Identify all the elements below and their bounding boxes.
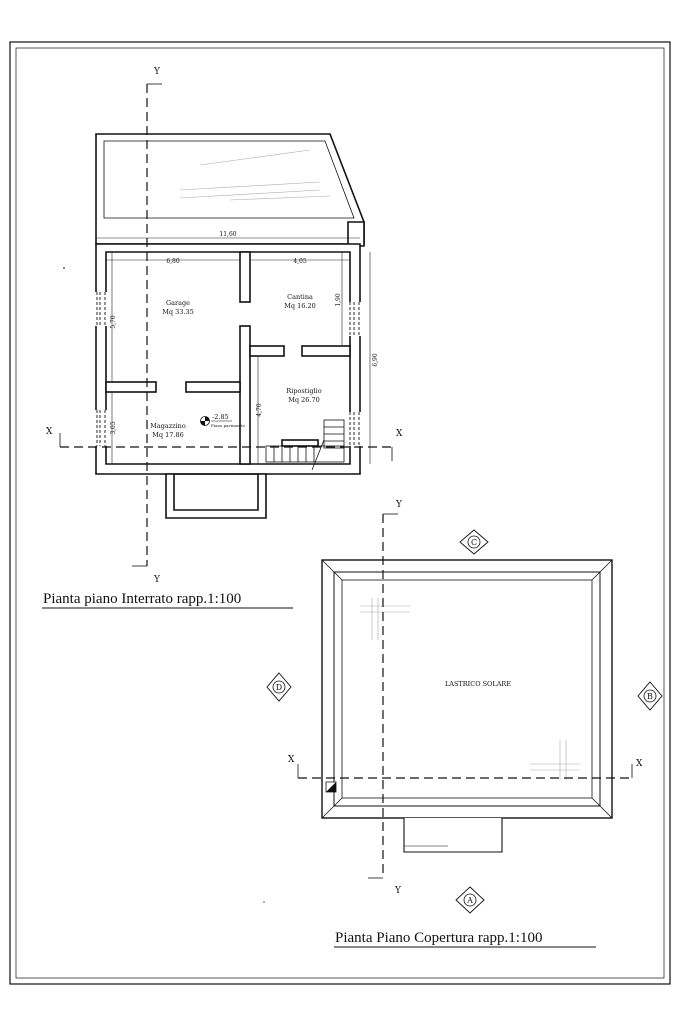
basement-axis-x-right-label: X xyxy=(396,429,403,439)
entrance-porch xyxy=(165,473,267,519)
wall-cantina-ripostiglio-left xyxy=(249,345,285,357)
roof-outer-edge xyxy=(321,559,613,819)
room-magazzino-name: Magazzino xyxy=(150,422,186,430)
view-marker-left-label: D xyxy=(276,683,282,692)
roof-label: LASTRICO SOLARE xyxy=(445,680,511,688)
roof-axis-x-right-label: X xyxy=(636,759,643,769)
roof-parapet-inner xyxy=(341,579,593,799)
ramp-wall xyxy=(347,221,365,247)
level-value: -2.85 xyxy=(212,413,229,421)
roof-title: Pianta Piano Copertura rapp.1:100 xyxy=(335,930,542,946)
basement-plan: 11,60 6,80 4,05 5,70 3,05 6,90 1,90 4,70… xyxy=(42,67,403,609)
basement-dimension-lines xyxy=(96,237,371,464)
wall-garage-cantina-upper xyxy=(239,251,251,303)
dim-ripostiglio-height: 4,70 xyxy=(256,403,263,417)
scan-speck xyxy=(263,901,265,903)
inner-frame xyxy=(15,47,665,979)
roof-axis-y-top-label: Y xyxy=(395,500,403,510)
room-cantina-name: Cantina xyxy=(287,293,313,301)
roof-parapet-outer xyxy=(333,571,601,807)
left-window-gap-2 xyxy=(94,410,108,446)
drain-icon-fill xyxy=(326,782,336,792)
ramp-hatching xyxy=(179,149,331,201)
roof-faint-marks xyxy=(360,598,580,780)
basement-outer-wall xyxy=(95,243,361,475)
basement-axis-x-left-label: X xyxy=(46,427,53,437)
room-ripostiglio-name: Ripostiglio xyxy=(286,387,321,395)
wall-cantina-ripostiglio-right xyxy=(301,345,351,357)
room-magazzino-area: Mq 17.86 xyxy=(152,431,184,439)
left-window-gap-1 xyxy=(94,292,108,326)
left-window-lines xyxy=(96,292,106,446)
roof-corner-lines xyxy=(321,559,613,819)
dim-right-height: 6,90 xyxy=(372,353,379,367)
roof-extension xyxy=(403,818,503,853)
view-marker-bottom: A xyxy=(455,886,485,914)
stairs xyxy=(265,419,345,471)
level-marker-icon xyxy=(200,416,210,426)
right-window-gap-2 xyxy=(348,412,362,446)
dim-cantina-height: 1,90 xyxy=(335,293,342,307)
roof-axis-x-left-label: X xyxy=(288,755,295,765)
outer-frame xyxy=(9,41,671,985)
ramp-inner xyxy=(103,140,355,219)
dim-overall-width: 11,60 xyxy=(219,231,236,238)
roof-axis-y-bottom-label: Y xyxy=(394,886,402,896)
room-cantina-area: Mq 16.20 xyxy=(284,302,316,310)
dim-garage-width: 6,80 xyxy=(166,258,180,265)
room-garage-name: Garage xyxy=(166,299,190,307)
room-ripostiglio-area: Mq 26.70 xyxy=(288,396,320,404)
view-marker-right: B xyxy=(637,681,663,711)
ramp-outline xyxy=(95,133,365,245)
basement-title: Pianta piano Interrato rapp.1:100 xyxy=(43,591,241,607)
room-garage-area: Mq 33.35 xyxy=(162,308,194,316)
roof-plan: LASTRICO SOLARE Y Y X X C B xyxy=(266,500,663,948)
right-window-gap-1 xyxy=(348,302,362,336)
wall-garage-cantina-lower xyxy=(239,325,251,465)
scan-speck xyxy=(63,267,65,269)
view-marker-right-label: B xyxy=(647,692,653,701)
view-marker-bottom-label: A xyxy=(466,896,473,905)
view-marker-top: C xyxy=(459,529,489,555)
level-note: Piano pavimento xyxy=(211,423,245,428)
dim-cantina-width: 4,05 xyxy=(293,258,307,265)
basement-axis-y-top-label: Y xyxy=(153,67,161,77)
wall-garage-magazzino-left xyxy=(105,381,157,393)
wall-garage-magazzino-right xyxy=(185,381,241,393)
view-marker-left: D xyxy=(266,672,292,702)
right-window-lines xyxy=(349,302,360,446)
basement-axis-y-bottom-label: Y xyxy=(153,575,161,585)
dim-left-height-lower: 3,05 xyxy=(110,421,117,435)
dim-left-height-upper: 5,70 xyxy=(110,315,117,329)
view-marker-top-label: C xyxy=(471,538,477,547)
